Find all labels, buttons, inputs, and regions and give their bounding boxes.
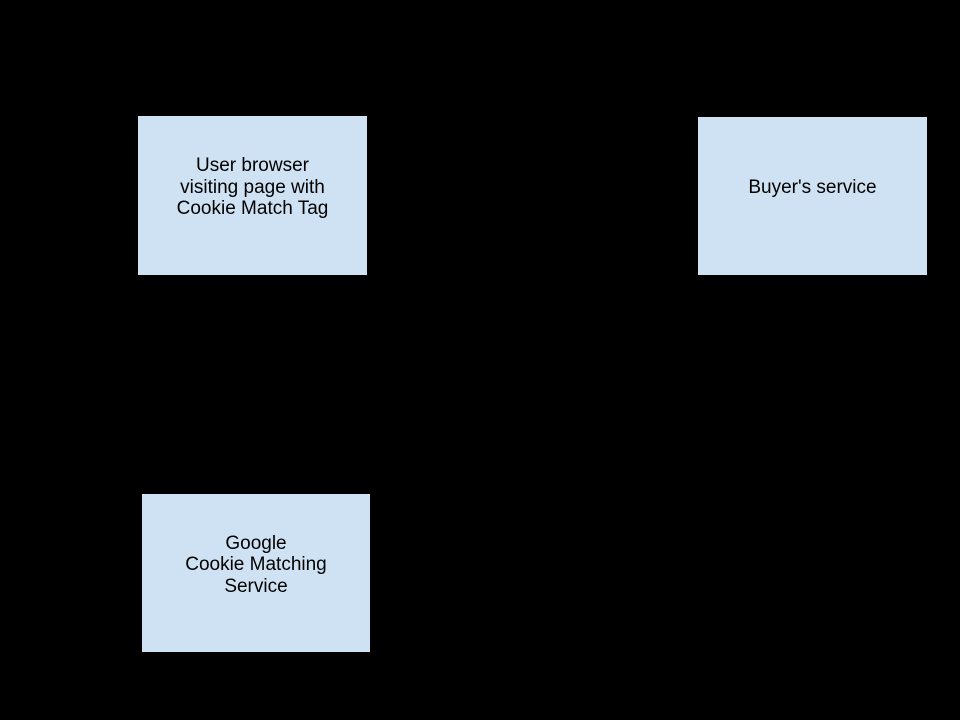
node-label-line: visiting page with [180, 176, 325, 198]
node-user-browser: User browser visiting page with Cookie M… [136, 114, 369, 277]
node-google-cookie-matching-service: Google Cookie Matching Service [140, 492, 372, 654]
node-label-line: Cookie Match Tag [176, 198, 329, 220]
node-label-line: Cookie Matching [185, 554, 327, 576]
node-google-cookie-matching-service-label: Google Cookie Matching Service [142, 533, 370, 598]
node-label-line: Buyer's service [748, 177, 877, 199]
node-label-line: User browser [196, 155, 309, 177]
node-buyers-service-label: Buyer's service [698, 177, 927, 199]
node-buyers-service: Buyer's service [696, 115, 929, 277]
node-user-browser-label: User browser visiting page with Cookie M… [138, 155, 367, 220]
node-label-line: Service [224, 575, 288, 597]
node-label-line: Google [225, 532, 287, 554]
